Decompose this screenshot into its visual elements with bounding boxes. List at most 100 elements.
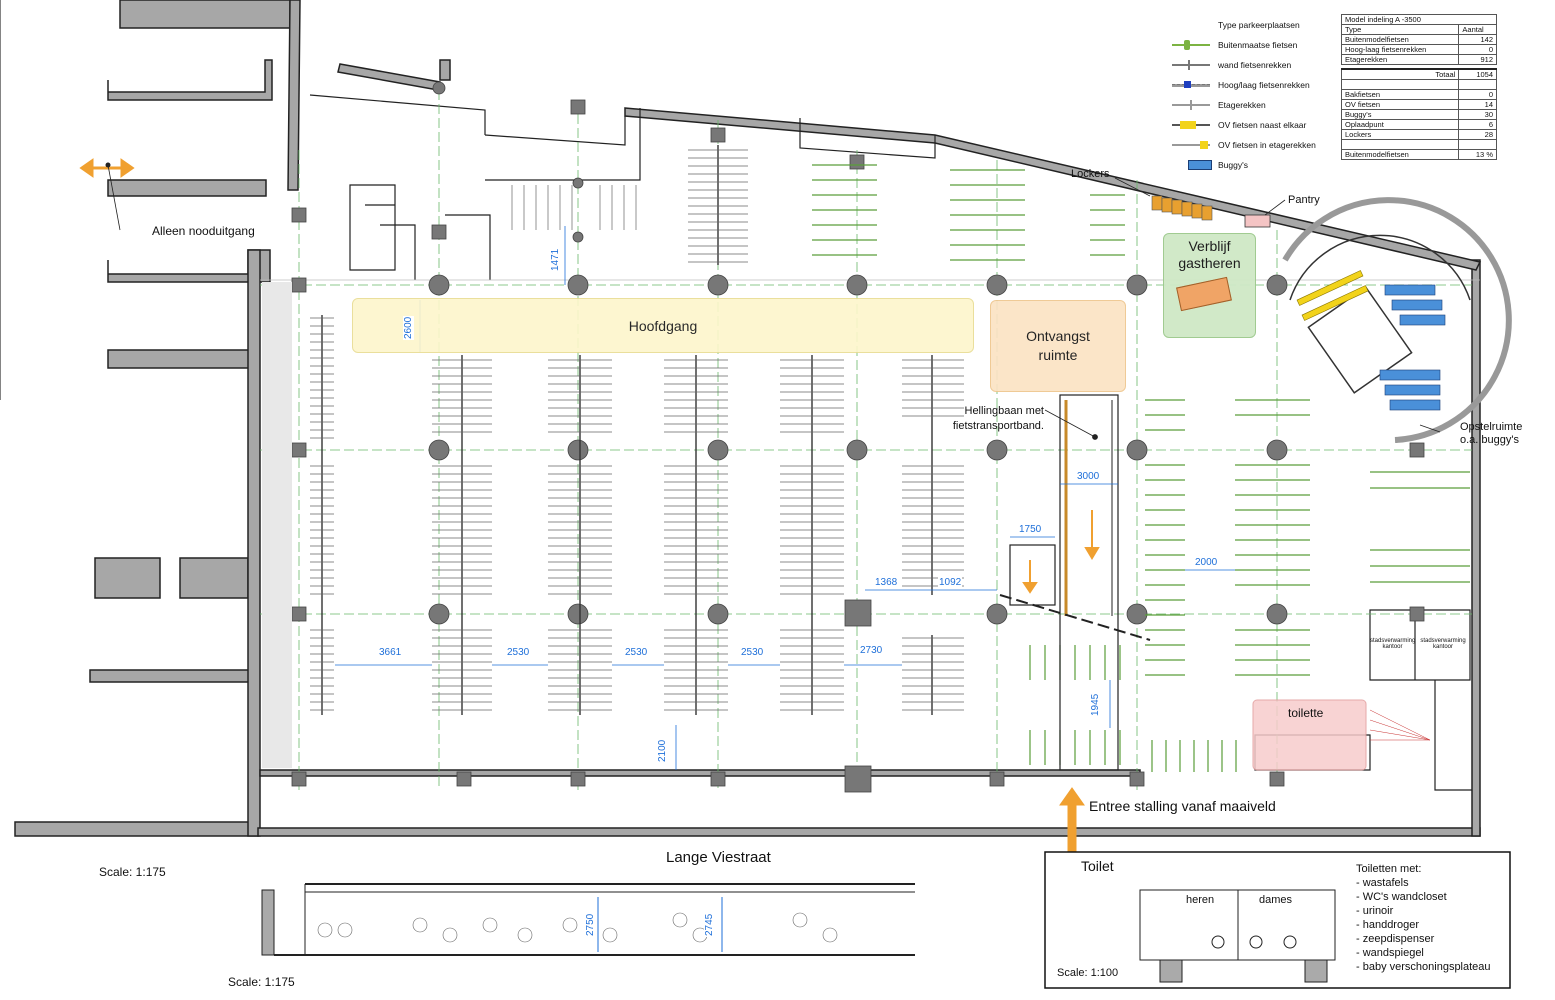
dim-corridor-width: 2600 [403,315,414,340]
oversize-bike-icon [1170,40,1214,50]
summary-total-label: Totaal [1340,68,1460,80]
toilet-women-label: dames [1259,894,1293,906]
toilet-detail-title: Toilet [1081,858,1114,874]
legend-row-tier: Etagerekken [1170,100,1266,110]
legend-label-oversize: Buitenmaatse fietsen [1218,40,1298,50]
summary-row-label: Lockers [1340,129,1460,140]
heating-office-2-label: stadsverwarming kantoor [1420,638,1466,650]
list-item: - handdroger [1356,919,1419,931]
hosts-room-label: Verblijf gastheren [1178,238,1241,271]
summary-row-value: 14 [1458,99,1497,110]
legend-label-ov-tier: OV fietsen in etagerekken [1218,140,1316,150]
buggy-spots [1379,284,1446,411]
dim-gap-a: 1368 [874,577,899,588]
list-item: - wandspiegel [1356,947,1424,959]
summary-row-value: 142 [1458,34,1497,45]
dim-stair-width: 1750 [1018,524,1043,535]
list-item: - WC's wandcloset [1356,891,1447,903]
parking-type-legend: Type parkeerplaatsen Buitenmaatse fietse… [1170,20,1340,180]
summary-row-label: Bakfietsen [1340,89,1460,100]
tier-racks [0,0,964,715]
toilet-features-list: - wastafels - WC's wandcloset - urinoir … [1356,876,1491,974]
legend-label-high-low: Hoog/laag fietsenrekken [1218,80,1310,90]
summary-row-label: Oplaadpunt [1340,119,1460,130]
summary-row-label: OV fietsen [1340,99,1460,110]
summary-row-value: 30 [1458,109,1497,120]
dim-aisle-right: 2000 [1194,557,1219,568]
scale-toilet-label: Scale: 1:100 [1057,967,1119,979]
summary-row-value: 912 [1458,54,1497,65]
summary-row-value: 0 [1458,89,1497,100]
toilet-detail-frame [1044,851,1511,989]
dim-wall-gap-1: 1945 [1090,692,1101,717]
dim-aisle-3: 2530 [624,647,649,658]
dim-wall-gap-2: 2100 [657,738,668,763]
toilette-label: toilette [1288,706,1324,720]
interior-walls [260,94,1480,791]
legend-row-ov-side: OV fietsen naast elkaar [1170,120,1306,130]
list-item: - wastafels [1356,877,1409,889]
legend-label-tier: Etagerekken [1218,100,1266,110]
summary-title: Model indeling A -3500 [1341,14,1497,25]
dim-aisle-top: 1471 [550,247,561,272]
reception-label: Ontvangst ruimte [1026,328,1090,363]
ov-bike-tier-icon [1170,140,1214,150]
staging-label: Opstelruimte o.a. buggy's [1460,421,1523,446]
ov-bike-side-icon [1170,120,1214,130]
dim-aisle-4: 2530 [740,647,765,658]
entrance-arrow [1059,787,1085,856]
summary-row-label: Hoog-laag fietsenrekken [1340,44,1460,55]
summary-row-label: Buggy's [1340,109,1460,120]
ramp [999,394,1151,771]
main-corridor-zone: Hoofdgang [352,298,974,353]
list-item: - baby verschoningsplateau [1356,961,1491,973]
oversize-bike-racks [812,164,1470,772]
high-low-rack-icon [1170,80,1214,90]
street-label: Lange Viestraat [666,849,771,866]
scale-section-label: Scale: 1:175 [228,975,295,989]
summary-total-value: 1054 [1458,68,1497,80]
pantry-label: Pantry [1288,194,1320,206]
dim-ramp-width: 3000 [1076,471,1101,482]
main-corridor-label: Hoofdgang [628,317,698,334]
buggy-icon [1170,160,1214,170]
summary-header-count: Aantal [1458,24,1497,35]
toilet-detail-plan [1139,889,1336,983]
summary-header-type: Type [1340,24,1460,35]
dim-section-h2: 2745 [704,912,715,937]
emergency-arrow [79,158,135,178]
summary-footer-label: Buitenmodelfietsen [1340,149,1460,160]
summary-row-value: 28 [1458,129,1497,140]
entrance-label: Entree stalling vanaf maaiveld [1089,798,1276,814]
legend-row-ov-tier: OV fietsen in etagerekken [1170,140,1316,150]
structural-columns [291,81,1425,793]
dim-aisle-2: 2530 [506,647,531,658]
emergency-exit-label: Alleen nooduitgang [152,224,255,238]
dim-aisle-5: 2730 [859,645,884,656]
toilet-men-label: heren [1186,894,1215,906]
street-section [261,883,915,956]
left-wall-strip [262,282,292,768]
ov-bike-spots [1296,270,1369,321]
list-item: - urinoir [1356,905,1394,917]
dim-section-h1: 2750 [585,912,596,937]
summary-row-value: 6 [1458,119,1497,130]
heating-office-1-label: stadsverwarming kantoor [1370,638,1416,650]
legend-row-buggy: Buggy's [1170,160,1248,170]
legend-row-high-low: Hoog/laag fietsenrekken [1170,80,1310,90]
summary-row-value: 0 [1458,44,1497,55]
legend-row-wall-rack: wand fietsenrekken [1170,60,1291,70]
toilette-zone [1252,699,1367,771]
toilet-features-title: Toiletten met: [1356,863,1422,875]
summary-footer-value: 13 % [1458,149,1497,160]
ramp-label: Hellingbaan met fietstransportband. [952,405,1044,432]
summary-row-label: Etagerekken [1340,54,1460,65]
scale-main-label: Scale: 1:175 [99,865,166,879]
dim-gap-b: 1092 [938,577,963,588]
list-item: - zeepdispenser [1356,933,1435,945]
summary-row-label: Buitenmodelfietsen [1340,34,1460,45]
tier-rack-icon [1170,100,1214,110]
lockers [1151,195,1213,221]
